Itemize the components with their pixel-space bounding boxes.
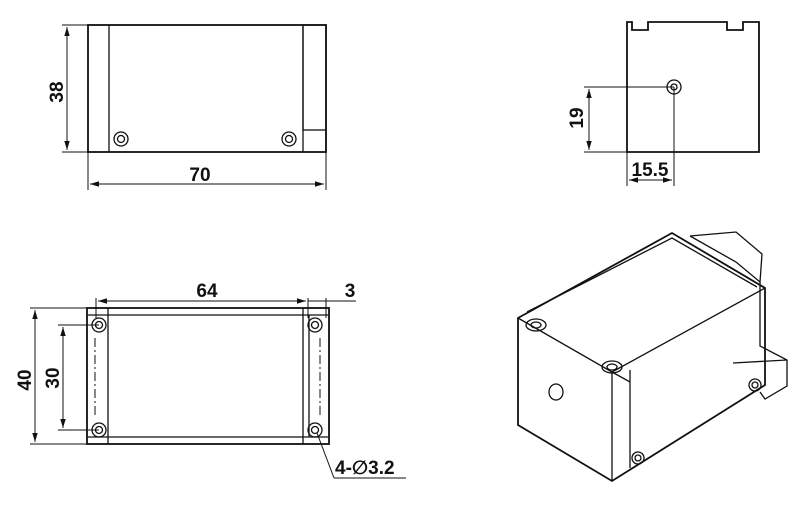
- screw-hole-icon: [113, 131, 129, 147]
- dim-side-height: 19: [567, 107, 588, 128]
- dim-base-height-inner: 30: [43, 367, 64, 388]
- iso-face-hole-icon: [548, 383, 564, 401]
- iso-hole-icon: [631, 451, 645, 465]
- mount-hole-icon: [307, 422, 323, 438]
- iso-hole-icon: [525, 318, 547, 332]
- mount-hole-icon: [307, 317, 323, 333]
- bottom-view: 64 3 40 30 4-∅3.2: [15, 281, 406, 479]
- dim-front-width: 70: [189, 165, 210, 186]
- front-view: 38 70: [47, 24, 327, 190]
- hole-callout: 4-∅3.2: [335, 458, 395, 479]
- dim-front-height: 38: [47, 81, 68, 102]
- dim-base-flange: 3: [345, 281, 356, 302]
- dim-side-offset: 15.5: [632, 160, 669, 181]
- iso-hole-icon: [601, 360, 623, 374]
- iso-hole-icon: [748, 378, 762, 392]
- side-view: 19 15.5: [567, 21, 760, 186]
- screw-hole-icon: [281, 131, 297, 147]
- isometric-view: [517, 231, 788, 483]
- dim-base-height-outer: 40: [15, 369, 36, 390]
- dim-base-width: 64: [196, 281, 218, 302]
